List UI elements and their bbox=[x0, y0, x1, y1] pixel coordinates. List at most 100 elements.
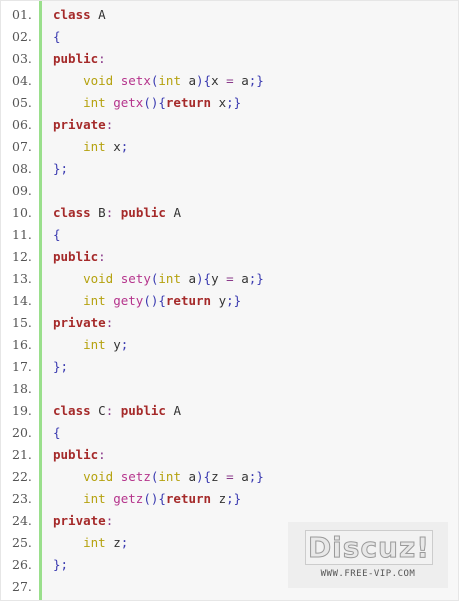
code-token: int bbox=[158, 271, 181, 286]
code-token: class bbox=[53, 205, 91, 220]
code-line: 02.{ bbox=[1, 26, 458, 48]
line-number: 08. bbox=[12, 161, 32, 176]
code-token: = bbox=[226, 73, 234, 88]
code-token: ; bbox=[120, 139, 129, 154]
code-token: public bbox=[120, 403, 166, 418]
code-token bbox=[53, 535, 83, 550]
line-code: { bbox=[53, 224, 61, 246]
code-token: ){ bbox=[196, 271, 212, 286]
line-number: 20. bbox=[12, 425, 32, 440]
line-code: void sety(int a){y = a;} bbox=[53, 268, 264, 290]
code-token: int bbox=[83, 139, 106, 154]
code-token: : bbox=[98, 447, 106, 462]
code-token: int bbox=[158, 469, 181, 484]
code-token: }; bbox=[53, 557, 69, 572]
line-number: 24. bbox=[12, 513, 32, 528]
code-line: 16. int y; bbox=[1, 334, 458, 356]
code-line: 01. class A bbox=[1, 4, 458, 26]
code-token: (){ bbox=[143, 95, 166, 110]
code-token: gety bbox=[113, 293, 144, 308]
code-token: : bbox=[105, 315, 114, 330]
code-token: a bbox=[233, 73, 249, 88]
code-token bbox=[53, 293, 83, 308]
code-token: y bbox=[105, 337, 121, 352]
code-token: { bbox=[53, 29, 61, 44]
line-code: public: bbox=[53, 48, 106, 70]
code-token: void bbox=[83, 73, 114, 88]
code-line: 07. int x; bbox=[1, 136, 458, 158]
code-token: ;} bbox=[226, 293, 242, 308]
code-line: 21.public: bbox=[1, 444, 458, 466]
code-token bbox=[53, 73, 83, 88]
code-token bbox=[53, 491, 83, 506]
line-code: void setx(int a){x = a;} bbox=[53, 70, 264, 92]
code-token: : bbox=[105, 117, 114, 132]
code-token: a bbox=[180, 271, 197, 286]
line-code: int gety(){return y;} bbox=[53, 290, 241, 312]
code-token: { bbox=[53, 227, 61, 242]
code-line: 19.class C: public A bbox=[1, 400, 458, 422]
code-token: }; bbox=[53, 161, 69, 176]
code-token: : bbox=[98, 51, 106, 66]
code-token: int bbox=[83, 337, 106, 352]
code-token: return bbox=[165, 491, 212, 506]
line-number: 01. bbox=[12, 7, 32, 22]
line-code: }; bbox=[53, 356, 68, 378]
line-code: class A bbox=[53, 4, 106, 26]
code-token bbox=[53, 271, 83, 286]
code-token: x bbox=[211, 95, 227, 110]
code-token bbox=[53, 139, 83, 154]
code-token: private bbox=[53, 513, 106, 528]
code-token: = bbox=[226, 271, 234, 286]
line-number: 13. bbox=[12, 271, 32, 286]
code-token: a bbox=[180, 73, 197, 88]
code-token: x bbox=[105, 139, 121, 154]
code-token: : bbox=[98, 249, 106, 264]
line-number: 09. bbox=[12, 183, 32, 198]
code-token: a bbox=[233, 469, 249, 484]
code-token: { bbox=[53, 425, 61, 440]
code-token: class bbox=[53, 7, 91, 22]
code-token: z bbox=[211, 469, 227, 484]
code-line: 13. void sety(int a){y = a;} bbox=[1, 268, 458, 290]
code-token: z bbox=[105, 535, 121, 550]
code-token: ){ bbox=[196, 73, 212, 88]
line-number: 21. bbox=[12, 447, 32, 462]
line-number: 10. bbox=[12, 205, 32, 220]
code-token: A bbox=[165, 403, 181, 418]
code-token: z bbox=[211, 491, 227, 506]
code-line: 27. bbox=[1, 576, 458, 598]
code-token: y bbox=[211, 293, 227, 308]
line-number: 11. bbox=[12, 227, 32, 242]
line-number: 26. bbox=[12, 557, 32, 572]
code-token: public bbox=[53, 249, 99, 264]
code-token: }; bbox=[53, 359, 69, 374]
code-token: ){ bbox=[196, 469, 212, 484]
code-token: = bbox=[226, 469, 234, 484]
line-code: void setz(int a){z = a;} bbox=[53, 466, 264, 488]
code-line: 09. bbox=[1, 180, 458, 202]
watermark: Discuz! WWW.FREE-VIP.COM bbox=[288, 522, 448, 588]
code-line: 04. void setx(int a){x = a;} bbox=[1, 70, 458, 92]
line-number: 23. bbox=[12, 491, 32, 506]
code-token: : bbox=[105, 205, 114, 220]
code-line: 23. int getz(){return z;} bbox=[1, 488, 458, 510]
line-number: 16. bbox=[12, 337, 32, 352]
line-number: 05. bbox=[12, 95, 32, 110]
code-line: 24.private: bbox=[1, 510, 458, 532]
code-token: getz bbox=[113, 491, 144, 506]
line-number: 15. bbox=[12, 315, 32, 330]
code-line: 11. { bbox=[1, 224, 458, 246]
line-code: private: bbox=[53, 312, 113, 334]
line-number: 14. bbox=[12, 293, 32, 308]
code-token: ;} bbox=[226, 491, 242, 506]
code-token: int bbox=[83, 535, 106, 550]
line-code: }; bbox=[53, 554, 68, 576]
code-token: : bbox=[105, 403, 114, 418]
line-number: 25. bbox=[12, 535, 32, 550]
line-code: { bbox=[53, 26, 61, 48]
line-code: private: bbox=[53, 114, 113, 136]
code-token: int bbox=[158, 73, 181, 88]
line-number: 12. bbox=[12, 249, 32, 264]
